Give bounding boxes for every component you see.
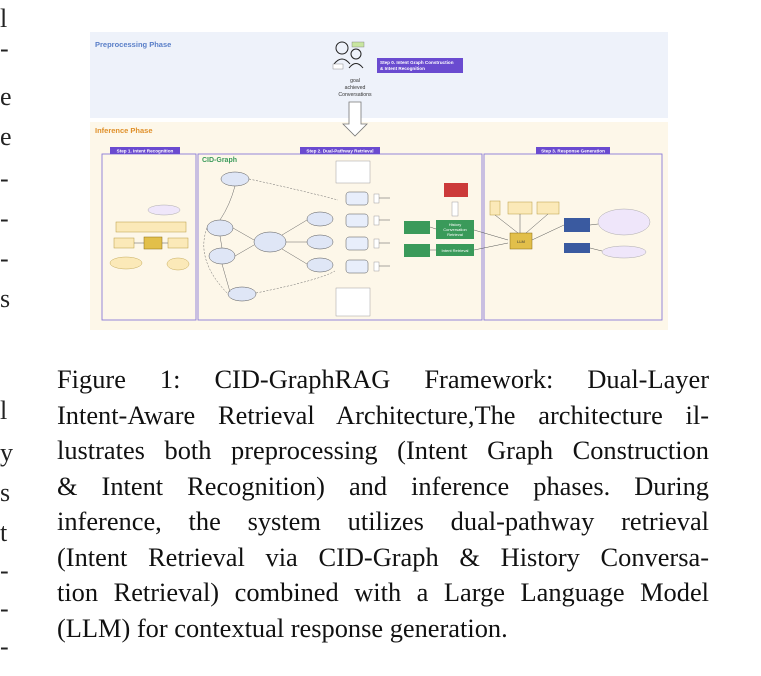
caption-line: inference, the system utilizes dual-path… bbox=[57, 506, 709, 536]
margin-mark: - bbox=[0, 164, 9, 193]
red-block bbox=[444, 183, 468, 197]
people-icon bbox=[332, 41, 365, 70]
left-margin-marks: l - e e - - - s l y s t - - - bbox=[0, 0, 22, 676]
step0-label bbox=[377, 58, 463, 73]
margin-mark: s bbox=[0, 284, 11, 313]
margin-mark: - bbox=[0, 34, 9, 63]
step1-label: Step 1. Intent Recognition bbox=[117, 148, 174, 153]
goal-line2: achieved bbox=[345, 85, 366, 91]
retrieval-connectors bbox=[379, 197, 509, 267]
caption-line: (LLM) for contextual response generation… bbox=[57, 612, 508, 643]
step1-contents bbox=[109, 204, 190, 271]
goal-line3: Conversations bbox=[338, 92, 372, 98]
cid-graph-network bbox=[206, 171, 334, 302]
framework-figure: Preprocessing Phase Inference Phase Step… bbox=[90, 30, 668, 330]
caption-line: (Intent Retrieval via CID-Graph & Histor… bbox=[57, 541, 709, 572]
step3-label-bg bbox=[536, 147, 610, 154]
step2-label-bg bbox=[300, 147, 380, 154]
step2-label: Step 2. Dual-Pathway Retrieval bbox=[306, 148, 373, 153]
margin-mark: - bbox=[0, 556, 9, 585]
step3-label: Step 3. Response Generation bbox=[541, 148, 605, 153]
intent-retrieval-label: Intent Retrieval bbox=[442, 248, 469, 253]
score-boxes bbox=[373, 193, 380, 272]
margin-mark: s bbox=[0, 478, 11, 507]
retrieval-score-upper bbox=[404, 221, 430, 234]
retrieval-score-lower bbox=[404, 244, 430, 257]
note-box-top bbox=[335, 160, 371, 184]
margin-mark: - bbox=[0, 632, 9, 661]
history-retrieval-block bbox=[436, 220, 474, 239]
preprocessing-phase-label: Preprocessing Phase bbox=[95, 40, 171, 49]
caption-line: Figure 1: CID-GraphRAG Framework: Dual-L… bbox=[57, 364, 709, 394]
step1-label-bg bbox=[110, 147, 180, 154]
caption-line: Intent-Aware Retrieval Architecture,The … bbox=[57, 399, 709, 430]
caption-line: & Intent Recognition) and inference phas… bbox=[57, 470, 709, 501]
preprocessing-phase-panel bbox=[90, 32, 668, 118]
step0-line2: & Intent Recognition bbox=[380, 66, 425, 71]
margin-mark: l bbox=[0, 4, 8, 33]
cid-graph-edges bbox=[203, 178, 339, 295]
cid-graph-label: CID-Graph bbox=[202, 157, 237, 164]
history-conversation-nodes bbox=[345, 191, 369, 274]
margin-mark: - bbox=[0, 244, 9, 273]
history-retrieval-line2: Conversation bbox=[443, 227, 467, 232]
margin-mark: e bbox=[0, 82, 12, 111]
caption-line: tion Retrieval) combined with a Large La… bbox=[57, 577, 709, 607]
inference-phase-label: Inference Phase bbox=[95, 126, 153, 135]
margin-mark: e bbox=[0, 122, 12, 151]
figure-caption: Figure 1: CID-GraphRAG Framework: Dual-L… bbox=[57, 362, 709, 646]
note-box-bottom bbox=[335, 287, 371, 317]
margin-mark: - bbox=[0, 204, 9, 233]
small-connector bbox=[451, 201, 459, 217]
goal-line1: goal bbox=[350, 78, 360, 84]
step0-line1: Step 0. Intent Graph Construction bbox=[380, 60, 454, 65]
margin-mark: - bbox=[0, 594, 9, 623]
history-retrieval-line1: History bbox=[449, 222, 461, 227]
step3-contents bbox=[489, 200, 651, 259]
caption-line: lustrates both preprocessing (Intent Gra… bbox=[57, 435, 709, 465]
llm-label: LLM bbox=[517, 239, 525, 244]
history-retrieval-line3: Retrieval bbox=[447, 232, 463, 237]
margin-mark: y bbox=[0, 438, 13, 467]
phase-arrow bbox=[342, 101, 368, 137]
framework-diagram: Preprocessing Phase Inference Phase Step… bbox=[90, 32, 668, 330]
intent-retrieval-block bbox=[436, 244, 474, 256]
margin-mark: l bbox=[0, 396, 8, 425]
margin-mark: t bbox=[0, 518, 8, 547]
